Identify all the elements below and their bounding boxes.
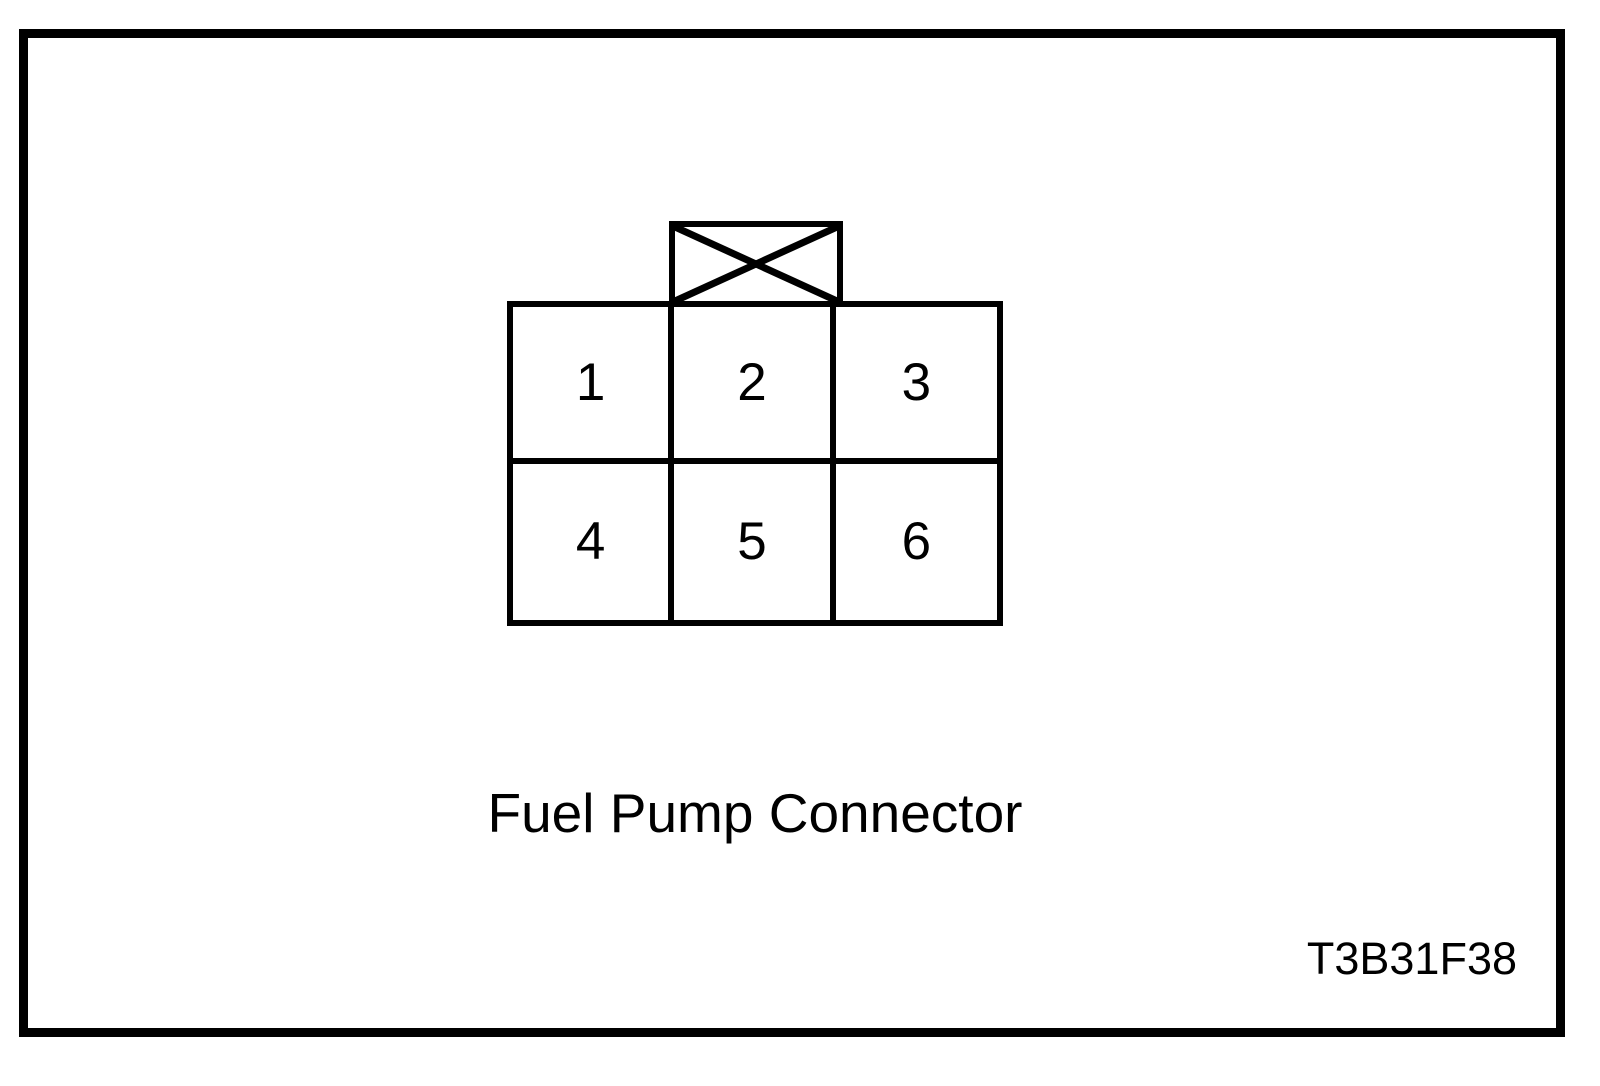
diagram-caption: Fuel Pump Connector [487,782,1023,844]
diagram-border [19,29,1565,1037]
pin-cell-3: 3 [835,307,997,464]
pin-cell-1: 1 [513,307,675,464]
connector-keyway-tab [669,221,843,301]
pin-number: 5 [737,512,767,572]
pin-number: 3 [901,352,932,412]
pin-number: 1 [575,352,606,412]
pin-number: 4 [575,512,606,572]
figure-code: T3B31F38 [1306,933,1517,984]
pin-cell-2: 2 [674,307,836,464]
keyway-x-icon [675,227,837,301]
pin-number: 2 [737,352,767,412]
pin-cell-4: 4 [513,463,675,620]
pin-number: 6 [901,512,932,572]
pin-cell-5: 5 [674,463,836,620]
pin-cell-6: 6 [836,464,997,621]
pin-grid: 1 2 3 4 5 6 [507,301,1003,626]
